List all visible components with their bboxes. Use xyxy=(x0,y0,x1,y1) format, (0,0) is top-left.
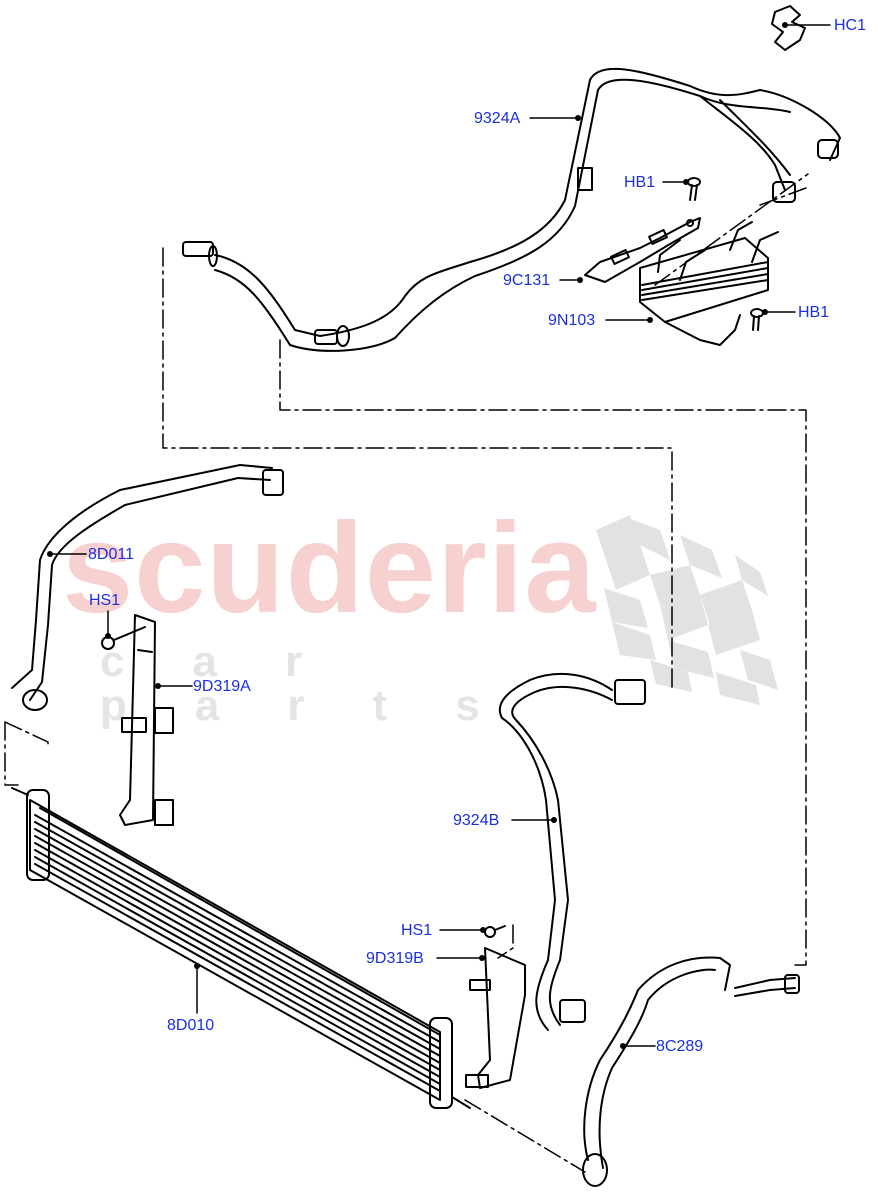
checkered-flag-icon xyxy=(596,515,778,705)
part-9n103-oil-cooler xyxy=(639,221,779,346)
callout-hs1-b[interactable]: HS1 xyxy=(401,922,433,939)
part-9d319a-bracket xyxy=(119,614,174,826)
callout-hs1-a[interactable]: HS1 xyxy=(89,592,121,609)
part-9d319b-bracket xyxy=(465,947,526,1089)
part-hs1-screw-b xyxy=(484,925,506,938)
callout-9d319b[interactable]: 9D319B xyxy=(366,950,424,967)
part-8c289-hose xyxy=(582,956,800,1187)
part-9c131-bracket xyxy=(584,217,701,283)
callout-9d319a[interactable]: 9D319A xyxy=(193,678,251,695)
callout-8d011[interactable]: 8D011 xyxy=(88,546,134,563)
part-hb1-bolt-cooler xyxy=(750,308,764,331)
part-9324a-pipe xyxy=(182,67,841,352)
routing-lines xyxy=(4,173,809,1173)
callout-8d010[interactable]: 8D010 xyxy=(167,1017,215,1034)
callout-9c131[interactable]: 9C131 xyxy=(503,272,551,289)
callout-hb1-cooler[interactable]: HB1 xyxy=(798,304,830,321)
leader-lines xyxy=(49,24,831,1047)
callout-9324a[interactable]: 9324A xyxy=(474,110,521,127)
callout-8c289[interactable]: 8C289 xyxy=(656,1038,704,1055)
part-8d011-hose xyxy=(11,464,284,711)
watermark-text: scuderia xyxy=(62,497,597,640)
callout-9n103[interactable]: 9N103 xyxy=(548,312,596,329)
part-8d010-cooler xyxy=(11,787,471,1109)
callout-hc1[interactable]: HC1 xyxy=(834,17,867,34)
callout-9324b[interactable]: 9324B xyxy=(453,812,500,829)
part-hc1-clip xyxy=(771,5,806,51)
callout-hb1-bracket[interactable]: HB1 xyxy=(624,174,656,191)
part-9324b-pipe xyxy=(498,673,646,1031)
leader-dots xyxy=(47,22,788,1049)
part-hb1-bolt-top xyxy=(687,177,701,201)
